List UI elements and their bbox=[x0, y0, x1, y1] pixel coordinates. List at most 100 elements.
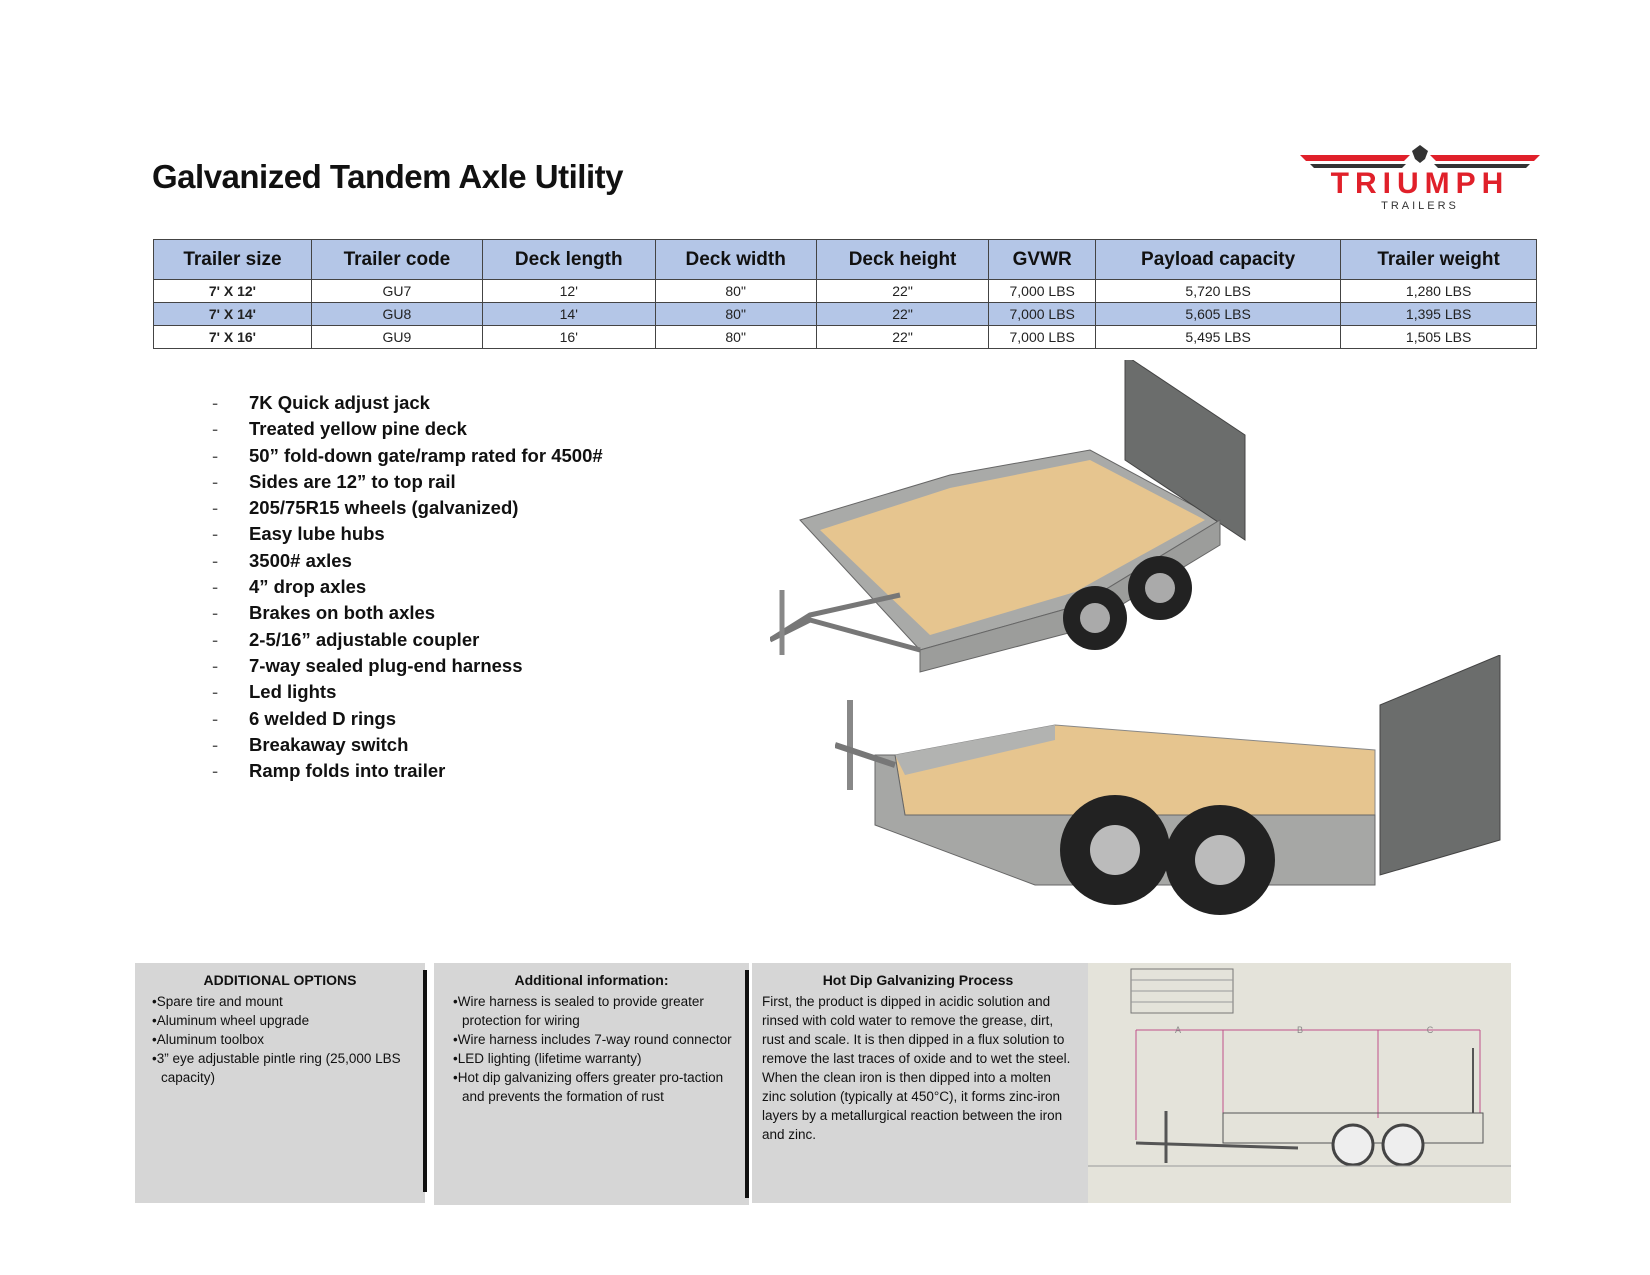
cell-trailer-weight: 1,395 LBS bbox=[1340, 302, 1537, 326]
cell-trailer-size: 7' X 14' bbox=[153, 302, 312, 326]
dash-bullet: - bbox=[212, 760, 219, 782]
dash-bullet: - bbox=[212, 602, 219, 624]
feature-item: - 4” drop axles bbox=[212, 576, 603, 602]
feature-item: - Treated yellow pine deck bbox=[212, 418, 603, 444]
additional-options-title: ADDITIONAL OPTIONS bbox=[203, 972, 357, 988]
feature-text: Ramp folds into trailer bbox=[249, 760, 446, 782]
divider bbox=[745, 970, 749, 1198]
feature-text: 7-way sealed plug-end harness bbox=[249, 654, 523, 676]
dash-bullet: - bbox=[212, 628, 219, 650]
dash-bullet: - bbox=[212, 418, 219, 440]
cell-deck-width: 80" bbox=[654, 279, 817, 303]
dash-bullet: - bbox=[212, 470, 219, 492]
feature-item: - 3500# axles bbox=[212, 550, 603, 576]
feature-text: Led lights bbox=[249, 681, 337, 703]
list-item: Hot dip galvanizing offers greater pro-t… bbox=[448, 1068, 735, 1106]
cell-deck-length: 16' bbox=[481, 325, 656, 349]
dim-c-label: C bbox=[1427, 1025, 1434, 1035]
cell-trailer-size: 7' X 16' bbox=[153, 325, 312, 349]
feature-text: 2-5/16” adjustable coupler bbox=[249, 628, 480, 650]
feature-list: -7K Quick adjust jack-Treated yellow pin… bbox=[212, 392, 603, 786]
feature-text: Brakes on both axles bbox=[249, 602, 436, 624]
feature-item: - Ramp folds into trailer bbox=[212, 760, 603, 786]
col-deck-length: Deck length bbox=[481, 239, 656, 280]
feature-text: Sides are 12” to top rail bbox=[249, 470, 456, 492]
cell-trailer-code: GU7 bbox=[310, 279, 483, 303]
spec-table: Trailer size Trailer code Deck length De… bbox=[153, 239, 1537, 349]
feature-item: - 6 welded D rings bbox=[212, 708, 603, 734]
feature-item: - Led lights bbox=[212, 681, 603, 707]
svg-text:TRAILERS: TRAILERS bbox=[1381, 200, 1459, 212]
feature-text: 4” drop axles bbox=[249, 576, 367, 598]
feature-item: -7K Quick adjust jack bbox=[212, 392, 603, 418]
galvanizing-box: Hot Dip Galvanizing Process First, the p… bbox=[752, 963, 1088, 1203]
dash-bullet: - bbox=[212, 576, 219, 598]
dash-bullet: - bbox=[212, 707, 219, 729]
col-trailer-code: Trailer code bbox=[310, 239, 483, 280]
cell-deck-width: 80" bbox=[654, 325, 817, 349]
cell-gvwr: 7,000 LBS bbox=[988, 325, 1097, 349]
dash-bullet: - bbox=[212, 549, 219, 571]
cell-payload: 5,495 LBS bbox=[1095, 325, 1342, 349]
feature-item: - 7-way sealed plug-end harness bbox=[212, 655, 603, 681]
feature-text: Breakaway switch bbox=[249, 733, 409, 755]
feature-item: - 50” fold-down gate/ramp rated for 4500# bbox=[212, 445, 603, 471]
cell-gvwr: 7,000 LBS bbox=[988, 279, 1097, 303]
cell-deck-height: 22" bbox=[815, 302, 990, 326]
feature-item: - Easy lube hubs bbox=[212, 523, 603, 549]
feature-text: 6 welded D rings bbox=[249, 707, 397, 729]
dash-bullet: - bbox=[212, 523, 219, 545]
additional-options-box: ADDITIONAL OPTIONS Spare tire and mountA… bbox=[135, 963, 425, 1203]
cell-gvwr: 7,000 LBS bbox=[988, 302, 1097, 326]
feature-text: Easy lube hubs bbox=[249, 523, 385, 545]
cell-trailer-code: GU9 bbox=[310, 325, 483, 349]
cell-trailer-code: GU8 bbox=[310, 302, 483, 326]
cell-deck-height: 22" bbox=[815, 279, 990, 303]
cell-deck-width: 80" bbox=[654, 302, 817, 326]
col-gvwr: GVWR bbox=[988, 239, 1097, 280]
triumph-trailers-logo: TRIUMPH TRAILERS bbox=[1300, 145, 1540, 212]
feature-item: - Sides are 12” to top rail bbox=[212, 471, 603, 497]
feature-text: Treated yellow pine deck bbox=[249, 418, 467, 440]
list-item: Aluminum wheel upgrade bbox=[147, 1011, 413, 1030]
dash-bullet: - bbox=[212, 733, 219, 755]
additional-info-box: Additional information: Wire harness is … bbox=[434, 963, 749, 1205]
dash-bullet: - bbox=[212, 444, 219, 466]
list-item: Wire harness includes 7-way round connec… bbox=[448, 1030, 735, 1049]
svg-text:TRIUMPH: TRIUMPH bbox=[1331, 167, 1510, 200]
feature-item: - 2-5/16” adjustable coupler bbox=[212, 629, 603, 655]
cell-trailer-size: 7' X 12' bbox=[153, 279, 312, 303]
divider bbox=[423, 970, 427, 1192]
page-title: Galvanized Tandem Axle Utility bbox=[152, 158, 623, 195]
list-item: Wire harness is sealed to provide greate… bbox=[448, 992, 735, 1030]
dash-bullet: - bbox=[212, 654, 219, 676]
feature-text: 3500# axles bbox=[249, 549, 352, 571]
dash-bullet: - bbox=[212, 681, 219, 703]
col-trailer-weight: Trailer weight bbox=[1340, 239, 1537, 280]
dim-b-label: B bbox=[1297, 1025, 1303, 1035]
dim-a-label: A bbox=[1175, 1025, 1181, 1035]
table-header-row: Trailer size Trailer code Deck length De… bbox=[153, 239, 1537, 280]
cell-trailer-weight: 1,505 LBS bbox=[1340, 325, 1537, 349]
dimension-drawing: A B C bbox=[1088, 963, 1511, 1203]
cell-deck-length: 14' bbox=[481, 302, 656, 326]
cell-deck-length: 12' bbox=[481, 279, 656, 303]
col-trailer-size: Trailer size bbox=[153, 239, 312, 280]
additional-info-title: Additional information: bbox=[514, 972, 669, 988]
list-item: 3” eye adjustable pintle ring (25,000 LB… bbox=[147, 1049, 413, 1087]
col-payload: Payload capacity bbox=[1095, 239, 1342, 280]
list-item: LED lighting (lifetime warranty) bbox=[448, 1049, 735, 1068]
dash-bullet: - bbox=[212, 497, 219, 519]
col-deck-height: Deck height bbox=[815, 239, 990, 280]
list-item: Aluminum toolbox bbox=[147, 1030, 413, 1049]
feature-item: - Breakaway switch bbox=[212, 734, 603, 760]
feature-item: - 205/75R15 wheels (galvanized) bbox=[212, 497, 603, 523]
cell-deck-height: 22" bbox=[815, 325, 990, 349]
feature-text: 50” fold-down gate/ramp rated for 4500# bbox=[249, 444, 603, 466]
feature-text: 205/75R15 wheels (galvanized) bbox=[249, 497, 519, 519]
cell-payload: 5,605 LBS bbox=[1095, 302, 1342, 326]
galvanizing-title: Hot Dip Galvanizing Process bbox=[822, 972, 1014, 988]
cell-payload: 5,720 LBS bbox=[1095, 279, 1342, 303]
